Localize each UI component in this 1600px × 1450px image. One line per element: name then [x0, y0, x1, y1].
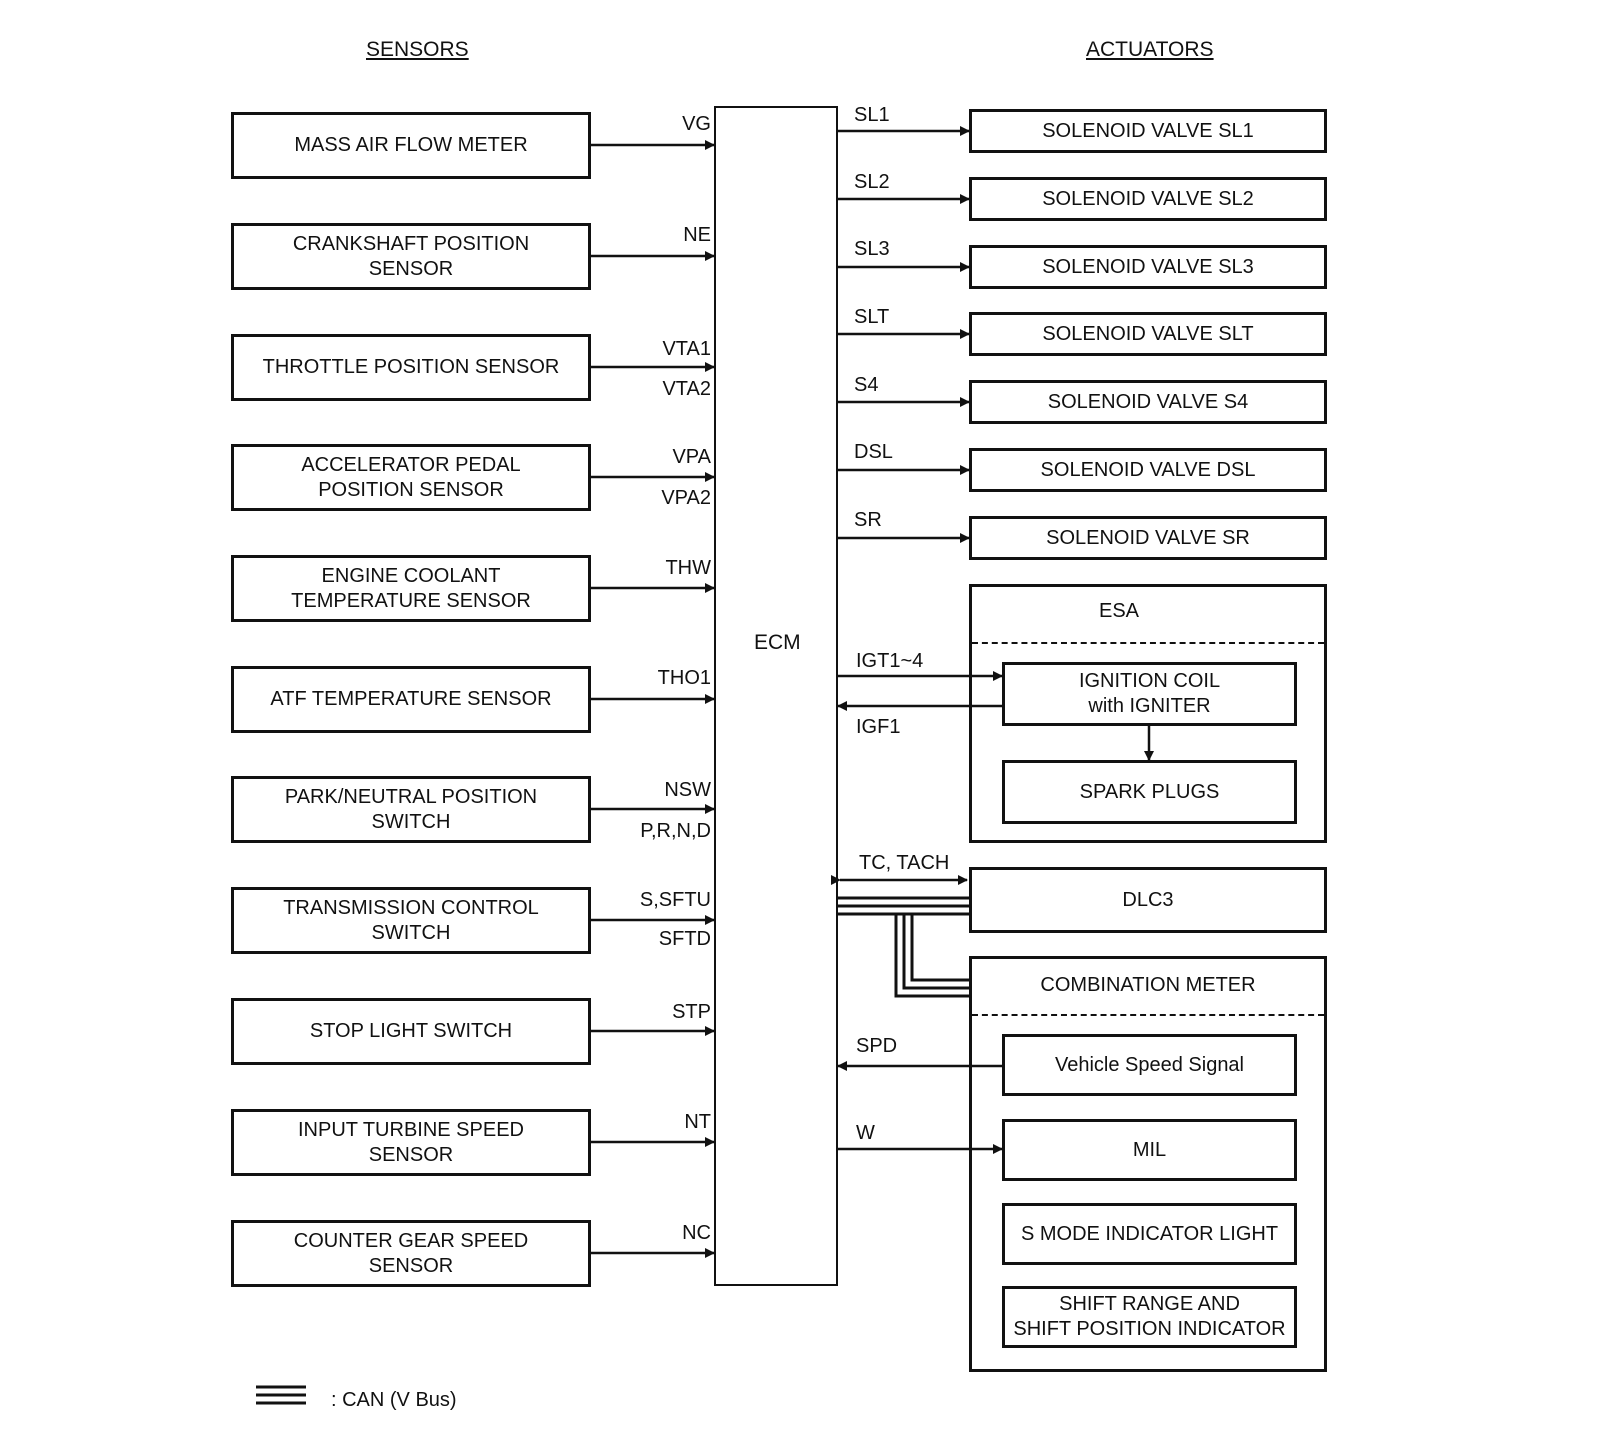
sensor-accelerator-pedal-position: ACCELERATOR PEDAL POSITION SENSOR	[231, 444, 591, 511]
signal-label: NC	[682, 1222, 711, 1244]
actuator-label: DLC3	[1122, 888, 1174, 911]
signal-label: SPD	[856, 1035, 898, 1057]
esa-divider	[972, 642, 1324, 644]
actuator-label: SOLENOID VALVE SLT	[1042, 322, 1254, 345]
sensor-label: MASS AIR FLOW METER	[294, 134, 528, 156]
esa-title: ESA	[1098, 600, 1140, 622]
combination-meter-divider	[972, 1014, 1324, 1016]
actuator-label: MIL	[1132, 1138, 1167, 1161]
actuator-label: IGNITION COIL with IGNITER	[1078, 670, 1221, 717]
signal-label: IGF1	[856, 716, 901, 738]
vehicle-speed-signal: Vehicle Speed Signal	[1002, 1034, 1297, 1096]
signal-label: NT	[684, 1111, 711, 1133]
signal-label: THO1	[657, 667, 711, 689]
sensor-label: STOP LIGHT SWITCH	[309, 1020, 513, 1042]
signal-label: VTA1	[662, 338, 711, 360]
legend-text: : CAN (V Bus)	[331, 1389, 457, 1411]
actuator-solenoid-sr: SOLENOID VALVE SR	[969, 516, 1327, 560]
signal-label: S4	[854, 374, 879, 396]
signal-label: NE	[683, 224, 711, 246]
actuator-solenoid-dsl: SOLENOID VALVE DSL	[969, 448, 1327, 492]
signal-label: SL2	[854, 171, 890, 193]
sensor-label: ATF TEMPERATURE SENSOR	[270, 688, 552, 710]
combination-meter-title: COMBINATION METER	[1040, 974, 1256, 996]
actuator-label: Vehicle Speed Signal	[1054, 1053, 1245, 1076]
actuator-solenoid-sl1: SOLENOID VALVE SL1	[969, 109, 1327, 153]
signal-label: SR	[854, 509, 882, 531]
shift-range-and-position-indicator: SHIFT RANGE AND SHIFT POSITION INDICATOR	[1002, 1286, 1297, 1348]
sensor-label: ACCELERATOR PEDAL POSITION SENSOR	[301, 453, 521, 501]
signal-label: VG	[682, 113, 711, 135]
actuators-header: ACTUATORS	[1086, 38, 1214, 61]
sensor-park-neutral-position-switch: PARK/NEUTRAL POSITION SWITCH	[231, 776, 591, 843]
combination-meter-group	[969, 956, 1327, 1372]
signal-label: SL3	[854, 238, 890, 260]
signal-label: S,SFTU	[639, 889, 711, 911]
signal-label: STP	[672, 1001, 711, 1023]
can-bus-lines	[838, 896, 969, 998]
signal-label: SL1	[854, 104, 890, 126]
sensor-crankshaft-position: CRANKSHAFT POSITION SENSOR	[231, 223, 591, 290]
actuator-label: SOLENOID VALVE SL1	[1042, 119, 1254, 142]
sensor-input-turbine-speed: INPUT TURBINE SPEED SENSOR	[231, 1109, 591, 1176]
sensor-label: ENGINE COOLANT TEMPERATURE SENSOR	[291, 564, 531, 612]
actuator-label: SOLENOID VALVE S4	[1047, 390, 1249, 413]
signal-label: VPA2	[661, 487, 711, 509]
actuator-label: SOLENOID VALVE DSL	[1040, 458, 1256, 481]
signal-label: IGT1~4	[856, 650, 924, 672]
signal-label: DSL	[854, 441, 893, 463]
sensor-throttle-position: THROTTLE POSITION SENSOR	[231, 334, 591, 401]
ecm-box	[714, 106, 838, 1286]
actuator-solenoid-s4: SOLENOID VALVE S4	[969, 380, 1327, 424]
signal-label: SFTD	[658, 928, 711, 950]
actuator-label: SPARK PLUGS	[1079, 780, 1220, 803]
signal-label: VPA	[672, 446, 711, 468]
actuator-label: S MODE INDICATOR LIGHT	[1020, 1222, 1279, 1245]
signal-label: W	[856, 1122, 875, 1144]
actuator-label: SOLENOID VALVE SR	[1046, 526, 1250, 549]
signal-label: THW	[665, 557, 711, 579]
esa-group	[969, 584, 1327, 843]
sensor-transmission-control-switch: TRANSMISSION CONTROL SWITCH	[231, 887, 591, 954]
sensor-atf-temperature: ATF TEMPERATURE SENSOR	[231, 666, 591, 733]
sensor-label: TRANSMISSION CONTROL SWITCH	[283, 896, 539, 944]
sensor-engine-coolant-temperature: ENGINE COOLANT TEMPERATURE SENSOR	[231, 555, 591, 622]
sensor-label: THROTTLE POSITION SENSOR	[262, 356, 560, 378]
actuator-label: SOLENOID VALVE SL2	[1042, 187, 1254, 210]
sensors-header: SENSORS	[366, 38, 469, 61]
actuator-label: SOLENOID VALVE SL3	[1042, 255, 1254, 278]
sensor-counter-gear-speed: COUNTER GEAR SPEED SENSOR	[231, 1220, 591, 1287]
signal-label: VTA2	[662, 378, 711, 400]
sensor-label: CRANKSHAFT POSITION SENSOR	[292, 232, 530, 280]
actuator-solenoid-sl3: SOLENOID VALVE SL3	[969, 245, 1327, 289]
actuator-solenoid-sl2: SOLENOID VALVE SL2	[969, 177, 1327, 221]
ignition-coil-with-igniter: IGNITION COIL with IGNITER	[1002, 662, 1297, 726]
s-mode-indicator-light: S MODE INDICATOR LIGHT	[1002, 1203, 1297, 1265]
signal-label: P,R,N,D	[640, 820, 711, 842]
signal-label: NSW	[664, 779, 711, 801]
sensor-mass-air-flow-meter: MASS AIR FLOW METER	[231, 112, 591, 179]
dlc3: DLC3	[969, 867, 1327, 933]
signal-label: TC, TACH	[859, 852, 950, 874]
sensor-label: COUNTER GEAR SPEED SENSOR	[293, 1229, 529, 1277]
spark-plugs: SPARK PLUGS	[1002, 760, 1297, 824]
signal-label: SLT	[854, 306, 890, 328]
legend-can-symbol	[256, 1385, 306, 1405]
sensor-label: PARK/NEUTRAL POSITION SWITCH	[284, 785, 538, 833]
actuator-label: SHIFT RANGE AND SHIFT POSITION INDICATOR	[1013, 1293, 1286, 1340]
sensor-label: INPUT TURBINE SPEED SENSOR	[298, 1118, 524, 1166]
actuator-solenoid-slt: SOLENOID VALVE SLT	[969, 312, 1327, 356]
ecm-label: ECM	[754, 631, 801, 654]
mil: MIL	[1002, 1119, 1297, 1181]
sensor-stop-light-switch: STOP LIGHT SWITCH	[231, 998, 591, 1065]
